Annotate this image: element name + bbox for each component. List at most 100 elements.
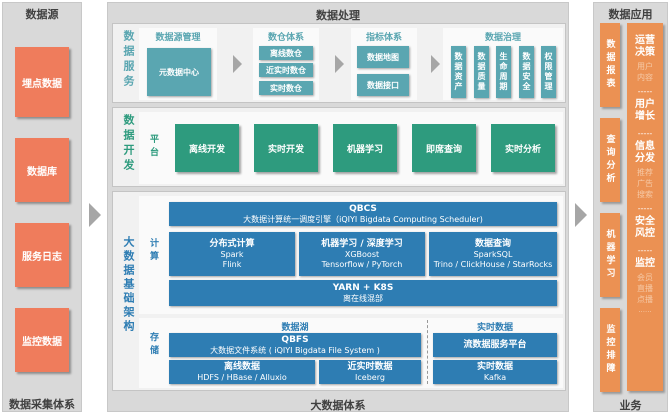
arrow-right-icon — [575, 203, 587, 227]
warehouse-title: 数仓体系 — [267, 33, 304, 43]
biz-sub: 直播 — [637, 284, 653, 293]
data-service-section: 数据服务 数据源管理 元数据中心 数仓体系 离线数仓 近实时数仓 实时数仓 指标… — [112, 23, 566, 103]
metrics-title: 指标体系 — [365, 33, 402, 43]
data-processing-panel: 数据处理 数据服务 数据源管理 元数据中心 数仓体系 离线数仓 近实时数仓 实时… — [107, 2, 569, 412]
stream-platform-box[interactable]: 流数据服务平台 — [433, 333, 557, 357]
biz-user-growth-title: 用户增长 — [635, 99, 655, 122]
arrow-right-icon — [89, 203, 101, 227]
offline-data-title: 离线数据 — [223, 361, 260, 372]
business-column: 运营决策 用户 内容 ----- 用户增长 ----- 信息分发 推荐 广告 搜… — [627, 23, 663, 391]
ml-dl-box[interactable]: 机器学习 / 深度学习 XGBoost Tensorflow / PyTorch — [299, 232, 425, 276]
biz-monitoring-title: 监控 — [635, 258, 655, 269]
offline-data-box[interactable]: 离线数据 HDFS / HBase / Alluxio — [169, 360, 315, 384]
infra-label: 大数据基础架构 — [122, 236, 135, 334]
metadata-center[interactable]: 元数据中心 — [147, 48, 211, 96]
separator: ----- — [637, 204, 653, 213]
biz-ops-decision-title: 运营决策 — [635, 35, 655, 58]
dev-realtime[interactable]: 实时开发 — [254, 124, 318, 172]
arrow-right-icon — [431, 55, 440, 73]
biz-monitoring[interactable]: 监控 会员 直播 点播 ...... — [627, 258, 663, 316]
governance-group: 数据治理 数据资产 数据质量 生命周期 数据安全 权限管理 — [443, 28, 563, 100]
ml-dl-line: XGBoost — [344, 249, 380, 259]
data-dev-section: 数据开发 平台 离线开发 实时开发 机器学习 即席查询 实时分析 — [112, 107, 566, 187]
biz-sub: 广告 — [637, 179, 653, 188]
realtime-warehouse[interactable]: 实时数仓 — [259, 81, 313, 95]
data-sources-title: 数据源 — [25, 8, 59, 21]
lifecycle[interactable]: 生命周期 — [496, 46, 511, 98]
storage-label: 存储 — [148, 332, 158, 358]
data-sources-footer: 数据采集体系 — [9, 398, 75, 411]
tool-query-analysis[interactable]: 查询分析 — [600, 118, 620, 202]
compute-area: 计算 QBCS 大数据计算统一调度引擎（iQIYI Bigdata Comput… — [139, 196, 563, 314]
near-realtime-data-box[interactable]: 近实时数据 Iceberg — [319, 360, 421, 384]
qbfs-box[interactable]: QBFS 大数据文件系统 ( iQIYI Bigdata File System… — [169, 333, 421, 357]
source-tracking-data[interactable]: 埋点数据 — [15, 47, 69, 117]
distributed-compute-line: Flink — [222, 259, 242, 269]
distributed-compute-box[interactable]: 分布式计算 Spark Flink — [169, 232, 295, 276]
yarn-k8s-desc: 离在线混部 — [343, 293, 383, 303]
tool-monitoring-troubleshoot[interactable]: 监控排障 — [600, 308, 620, 392]
dev-realtime-analysis[interactable]: 实时分析 — [491, 124, 555, 172]
dev-machine-learning[interactable]: 机器学习 — [333, 124, 397, 172]
metrics-group: 指标体系 数据地图 数据接口 — [351, 28, 417, 100]
data-map[interactable]: 数据地图 — [357, 46, 409, 68]
realtime-kafka-box[interactable]: 实时数据 Kafka — [433, 360, 557, 384]
dev-adhoc-query[interactable]: 即席查询 — [412, 124, 476, 172]
tool-machine-learning[interactable]: 机器学习 — [600, 213, 620, 297]
data-service-label: 数据服务 — [122, 30, 135, 90]
offline-data-desc: HDFS / HBase / Alluxio — [197, 372, 287, 382]
dev-offline[interactable]: 离线开发 — [175, 124, 239, 172]
data-assets[interactable]: 数据资产 — [451, 46, 466, 98]
qbcs-title: QBCS — [349, 203, 377, 214]
data-query-title: 数据查询 — [474, 238, 511, 249]
source-mgmt-group: 数据源管理 元数据中心 — [139, 28, 217, 100]
data-security[interactable]: 数据安全 — [519, 46, 534, 98]
data-api[interactable]: 数据接口 — [357, 74, 409, 96]
data-query-line: SparkSQL — [473, 249, 513, 259]
realtime-kafka-title: 实时数据 — [476, 361, 513, 372]
qbcs-box[interactable]: QBCS 大数据计算统一调度引擎（iQIYI Bigdata Computing… — [169, 202, 557, 226]
near-realtime-warehouse[interactable]: 近实时数仓 — [259, 63, 313, 77]
ml-dl-title: 机器学习 / 深度学习 — [321, 238, 403, 249]
data-processing-title: 数据处理 — [316, 9, 360, 22]
arrow-right-icon — [233, 55, 242, 73]
biz-info-distribution[interactable]: 信息分发 推荐 广告 搜索 — [627, 141, 663, 200]
platform-label: 平台 — [148, 134, 158, 160]
stream-platform-title: 流数据服务平台 — [463, 339, 527, 350]
biz-info-distribution-title: 信息分发 — [635, 141, 655, 164]
applications-panel: 数据应用 数据报表 查询分析 机器学习 监控排障 运营决策 用户 内容 ----… — [593, 2, 668, 412]
yarn-k8s-title: YARN + K8S — [332, 282, 394, 293]
data-sources-panel: 数据源 埋点数据 数据库 服务日志 监控数据 数据采集体系 — [2, 2, 82, 412]
yarn-k8s-box[interactable]: YARN + K8S 离在线混部 — [169, 280, 557, 306]
data-query-box[interactable]: 数据查询 SparkSQL Trino / ClickHouse / StarR… — [429, 232, 557, 276]
distributed-compute-title: 分布式计算 — [209, 238, 255, 249]
ml-dl-line: Tensorflow / PyTorch — [321, 259, 403, 269]
tool-reports[interactable]: 数据报表 — [600, 23, 620, 107]
biz-security-risk[interactable]: 安全风控 — [627, 216, 663, 240]
separator: ----- — [637, 87, 653, 96]
biz-user-growth[interactable]: 用户增长 — [627, 99, 663, 123]
biz-sub: 搜索 — [637, 190, 653, 199]
biz-sub: ...... — [638, 306, 652, 314]
qbfs-title: QBFS — [281, 334, 309, 345]
permission-mgmt[interactable]: 权限管理 — [541, 46, 556, 98]
data-quality[interactable]: 数据质量 — [474, 46, 489, 98]
separator: ----- — [637, 129, 653, 138]
dev-inner: 平台 离线开发 实时开发 机器学习 即席查询 实时分析 — [139, 112, 563, 184]
data-processing-footer: 大数据体系 — [310, 399, 366, 412]
data-dev-label: 数据开发 — [122, 114, 135, 174]
distributed-compute-line: Spark — [220, 249, 244, 259]
arrow-right-icon — [335, 55, 344, 73]
qbcs-desc: 大数据计算统一调度引擎（iQIYI Bigdata Computing Sche… — [243, 214, 483, 224]
realtime-data-title: 实时数据 — [476, 323, 513, 333]
biz-sub: 内容 — [637, 73, 653, 82]
source-service-logs[interactable]: 服务日志 — [15, 223, 69, 287]
source-monitoring-data[interactable]: 监控数据 — [15, 308, 69, 372]
applications-footer: 业务 — [619, 399, 642, 412]
biz-ops-decision[interactable]: 运营决策 用户 内容 — [627, 35, 663, 83]
biz-sub: 点播 — [637, 295, 653, 304]
offline-warehouse[interactable]: 离线数仓 — [259, 46, 313, 60]
source-mgmt-title: 数据源管理 — [155, 33, 201, 43]
qbfs-desc: 大数据文件系统 ( iQIYI Bigdata File System ) — [210, 345, 380, 355]
source-database[interactable]: 数据库 — [15, 138, 69, 202]
